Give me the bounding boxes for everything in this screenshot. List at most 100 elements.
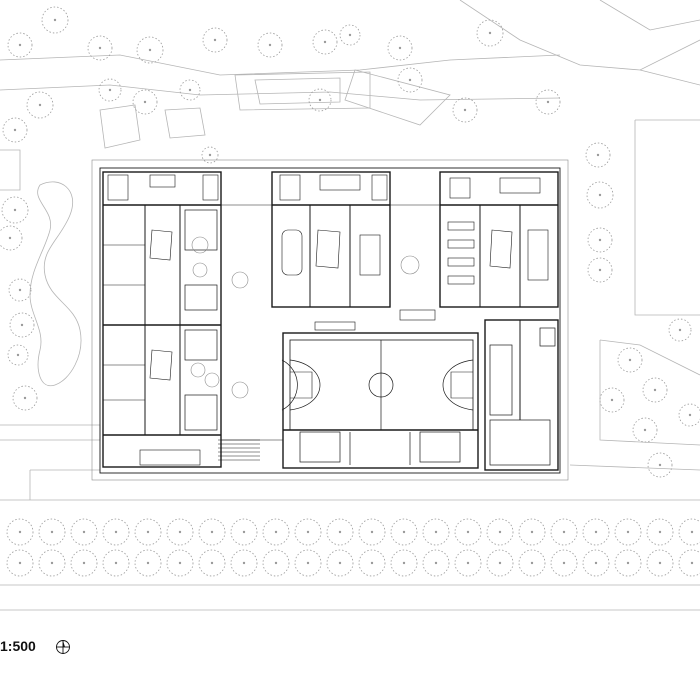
tree [132, 89, 158, 115]
tree [358, 518, 386, 546]
tree-trunk [146, 561, 150, 565]
tree-trunk [466, 530, 470, 534]
gymnasium [281, 332, 479, 469]
tree [179, 79, 201, 101]
tree [166, 549, 194, 577]
tree [326, 549, 354, 577]
tree-trunk [210, 530, 214, 534]
tree [617, 347, 643, 373]
tree [0, 225, 23, 251]
tree [166, 518, 194, 546]
tree [678, 518, 700, 546]
tree [632, 417, 658, 443]
north-arrow-icon [56, 640, 70, 654]
tree-trunk [653, 388, 657, 392]
tree [614, 518, 642, 546]
tree [422, 549, 450, 577]
tree [599, 387, 625, 413]
tree-trunk [306, 561, 310, 565]
tree [134, 549, 162, 577]
tree-trunk [13, 208, 17, 212]
tree-trunk [50, 561, 54, 565]
tree-trunk [408, 78, 412, 82]
tree-trunk [213, 38, 217, 42]
tree-trunk [596, 153, 600, 157]
tree [678, 549, 700, 577]
tree [587, 257, 613, 283]
tree-trunk [178, 530, 182, 534]
tree [201, 146, 219, 164]
tree-trunk [402, 561, 406, 565]
tree [586, 181, 614, 209]
tree-trunk [466, 561, 470, 565]
tree [98, 78, 122, 102]
tree [6, 549, 34, 577]
tree-trunk [274, 561, 278, 565]
tree [70, 518, 98, 546]
tree [198, 518, 226, 546]
tree-trunk [626, 561, 630, 565]
tree-trunk [434, 530, 438, 534]
tree-trunk [114, 530, 118, 534]
tree [358, 549, 386, 577]
tree-trunk [23, 396, 27, 400]
tree [87, 35, 113, 61]
tree [70, 549, 98, 577]
tree-trunk [18, 561, 22, 565]
tree [312, 29, 338, 55]
tree-trunk [210, 561, 214, 565]
tree [550, 518, 578, 546]
right-classrooms [439, 171, 559, 308]
tree-trunk [338, 530, 342, 534]
tree [294, 549, 322, 577]
tree-trunk [370, 530, 374, 534]
tree-trunk [18, 43, 22, 47]
tree-trunk [370, 561, 374, 565]
tree [550, 549, 578, 577]
tree-trunk [178, 561, 182, 565]
tree-trunk [643, 428, 647, 432]
tree [486, 549, 514, 577]
tree-trunk [598, 268, 602, 272]
tree [454, 518, 482, 546]
tree-trunk [338, 561, 342, 565]
tree [486, 518, 514, 546]
tree-trunk [50, 530, 54, 534]
tree-trunk [626, 530, 630, 534]
tree [262, 549, 290, 577]
tree-trunk [143, 100, 147, 104]
tree-trunk [16, 353, 20, 357]
tree-trunk [594, 561, 598, 565]
tree-trunk [348, 33, 352, 37]
tree [136, 36, 164, 64]
tree [668, 318, 692, 342]
tree [476, 19, 504, 47]
tree-trunk [546, 100, 550, 104]
tree-trunk [658, 530, 662, 534]
tree [7, 32, 33, 58]
tree-trunk [18, 288, 22, 292]
tree [422, 518, 450, 546]
tree-trunk [82, 530, 86, 534]
tree [12, 385, 38, 411]
tree [454, 549, 482, 577]
tree-trunk [658, 463, 662, 467]
furniture-group [190, 236, 420, 399]
tree-trunk [488, 31, 492, 35]
tree [647, 452, 673, 478]
tree-trunk [678, 328, 682, 332]
tree [202, 27, 228, 53]
tree [387, 35, 413, 61]
tree [6, 518, 34, 546]
tree-trunk [658, 561, 662, 565]
tree [41, 6, 69, 34]
tree-trunk [530, 530, 534, 534]
tree-trunk [498, 530, 502, 534]
tree-trunk [274, 530, 278, 534]
tree-trunk [562, 530, 566, 534]
tree-trunk [398, 46, 402, 50]
tree-trunk [146, 530, 150, 534]
tree [646, 518, 674, 546]
tree [9, 312, 35, 338]
